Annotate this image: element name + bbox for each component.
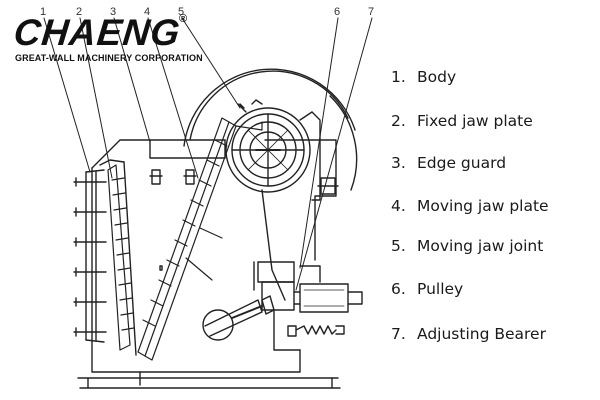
callout-number: 1 bbox=[40, 6, 46, 18]
fixed-jaw-plate bbox=[107, 164, 135, 351]
edge-guard bbox=[99, 159, 137, 356]
base-frame bbox=[77, 377, 341, 389]
legend-item-fixed-jaw-plate: 2. Fixed jaw plate bbox=[391, 109, 533, 133]
callout-number: 2 bbox=[76, 6, 82, 18]
legend-item-moving-jaw-plate: 4. Moving jaw plate bbox=[391, 194, 549, 218]
legend-label: Fixed jaw plate bbox=[417, 112, 533, 130]
moving-jaw-plate bbox=[137, 117, 263, 361]
legend-item-pulley: 6. Pulley bbox=[391, 277, 463, 301]
callout-number: 5 bbox=[178, 6, 184, 18]
crusher-body bbox=[73, 139, 337, 386]
legend-label: Pulley bbox=[417, 280, 464, 298]
legend-number: 6. bbox=[391, 280, 406, 298]
legend-number: 2. bbox=[391, 112, 406, 130]
legend-number: 4. bbox=[391, 197, 406, 215]
legend-label: Edge guard bbox=[417, 154, 507, 172]
legend-item-body: 1. Body bbox=[391, 65, 456, 89]
registered-mark: ® bbox=[179, 13, 188, 25]
legend-label: Moving jaw plate bbox=[417, 197, 549, 215]
legend-label: Body bbox=[417, 68, 457, 86]
pulley bbox=[183, 68, 358, 201]
legend-number: 1. bbox=[391, 68, 406, 86]
moving-jaw-joint bbox=[202, 189, 286, 341]
legend-item-moving-jaw-joint: 5. Moving jaw joint bbox=[391, 234, 543, 258]
legend-label: Moving jaw joint bbox=[417, 237, 544, 255]
callout-number: 7 bbox=[368, 6, 374, 18]
legend-number: 3. bbox=[391, 154, 406, 172]
logo-wordmark: CHAENG bbox=[11, 12, 183, 53]
parts-legend: 1. Body 2. Fixed jaw plate 3. Edge guard 4.… bbox=[391, 0, 596, 400]
callout-number: 6 bbox=[334, 6, 340, 18]
legend-number: 5. bbox=[391, 237, 406, 255]
legend-item-edge-guard: 3. Edge guard bbox=[391, 151, 506, 175]
legend-item-adjusting-bearer: 7. Adjusting Bearer bbox=[391, 322, 546, 346]
logo-tagline: GREAT-WALL MACHINERY CORPORATION bbox=[15, 53, 203, 63]
adjusting-bearer bbox=[253, 261, 363, 351]
legend-label: Adjusting Bearer bbox=[417, 325, 546, 343]
leader-lines bbox=[43, 17, 373, 291]
callout-number: 4 bbox=[144, 6, 150, 18]
callout-number: 3 bbox=[110, 6, 116, 18]
company-logo: CHAENG ® GREAT-WALL MACHINERY CORPORATIO… bbox=[11, 12, 203, 66]
crusher-drawing: 1 2 3 4 5 6 7 bbox=[40, 6, 374, 389]
callout-numbers: 1 2 3 4 5 6 7 bbox=[40, 6, 374, 18]
legend-number: 7. bbox=[391, 325, 406, 343]
